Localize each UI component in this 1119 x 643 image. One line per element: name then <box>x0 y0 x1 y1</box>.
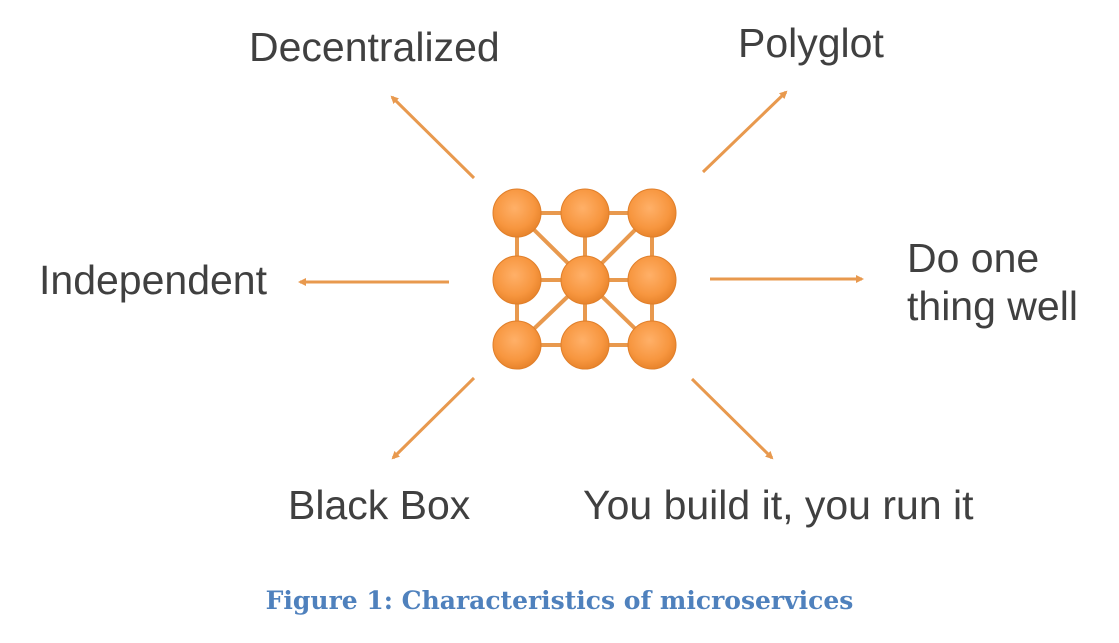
network-nodes <box>492 188 677 370</box>
label-do-one-thing-well: Do one thing well <box>907 234 1078 330</box>
arrow-you-build-it <box>690 377 774 460</box>
figure-caption: Figure 1: Characteristics of microservic… <box>265 586 854 615</box>
label-independent: Independent <box>39 257 268 303</box>
label-decentralized: Decentralized <box>249 24 500 70</box>
service-node <box>492 255 542 305</box>
label-black-box: Black Box <box>288 482 471 528</box>
service-node <box>560 320 610 370</box>
label-polyglot: Polyglot <box>738 20 884 66</box>
label-you-build-it-you-run-it: You build it, you run it <box>583 482 974 528</box>
service-node <box>627 320 677 370</box>
service-node <box>492 320 542 370</box>
service-node <box>627 255 677 305</box>
label-line-2: thing well <box>907 283 1078 329</box>
service-node <box>560 255 610 305</box>
label-line-1: Do one <box>907 235 1040 281</box>
arrow-black-box <box>391 376 476 460</box>
arrow-decentralized <box>390 95 476 180</box>
service-node <box>492 188 542 238</box>
service-node <box>560 188 610 238</box>
arrows-group <box>298 90 864 460</box>
service-node <box>627 188 677 238</box>
arrow-polyglot <box>701 90 788 174</box>
